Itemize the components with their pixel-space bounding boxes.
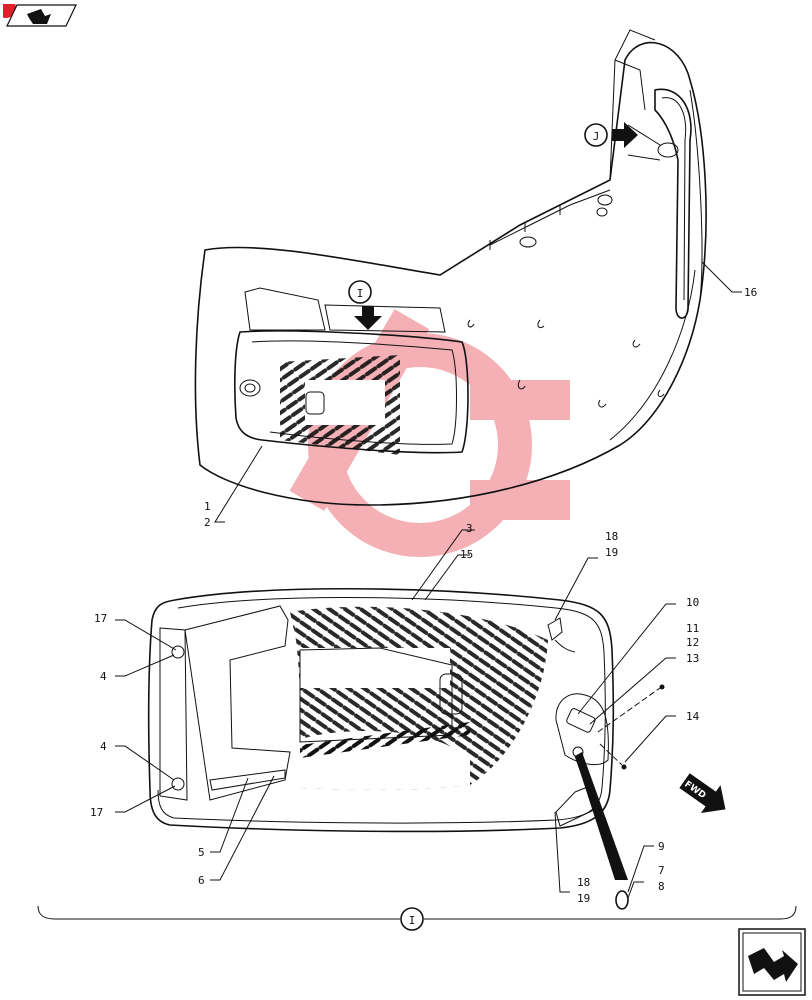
book-nav-button[interactable] bbox=[0, 0, 77, 28]
callout-9: 9 bbox=[658, 840, 665, 853]
detail-j-marker: J bbox=[584, 122, 638, 148]
svg-text:I: I bbox=[409, 914, 416, 927]
callout-19-bottom: 19 bbox=[577, 892, 590, 905]
next-page-button[interactable] bbox=[738, 928, 806, 996]
callout-14: 14 bbox=[686, 710, 700, 723]
callout-16: 16 bbox=[744, 286, 757, 299]
callout-7: 7 bbox=[658, 864, 665, 877]
callout-1: 1 bbox=[204, 500, 211, 513]
svg-text:J: J bbox=[593, 130, 600, 143]
callout-10: 10 bbox=[686, 596, 699, 609]
callout-labels: 1 2 3 15 16 17 4 4 17 5 6 18 19 10 11 12… bbox=[90, 286, 757, 905]
detail-i-marker-upper: I bbox=[348, 280, 382, 330]
callout-13: 13 bbox=[686, 652, 699, 665]
callout-6: 6 bbox=[198, 874, 205, 887]
callout-5: 5 bbox=[198, 846, 205, 859]
callout-15: 15 bbox=[460, 548, 473, 561]
callout-3: 3 bbox=[466, 522, 473, 535]
next-page-arrow-icon bbox=[738, 928, 806, 996]
callout-17-top: 17 bbox=[94, 612, 107, 625]
detail-i-bracket: I bbox=[37, 905, 797, 931]
callout-18-top: 18 bbox=[605, 530, 618, 543]
forward-direction-indicator: FWD bbox=[679, 773, 726, 813]
svg-text:I: I bbox=[357, 287, 364, 300]
callout-17-bottom: 17 bbox=[90, 806, 103, 819]
callout-8: 8 bbox=[658, 880, 665, 893]
callout-18-bottom: 18 bbox=[577, 876, 590, 889]
upper-cab-roof-assembly bbox=[194, 29, 707, 506]
callout-12: 12 bbox=[686, 636, 699, 649]
headliner-panel-detail bbox=[147, 587, 665, 910]
callout-4-bottom: 4 bbox=[100, 740, 107, 753]
book-arrow-icon bbox=[0, 0, 77, 27]
callout-4-top: 4 bbox=[100, 670, 107, 683]
callout-leaders bbox=[115, 261, 742, 899]
callout-11: 11 bbox=[686, 622, 699, 635]
callout-2: 2 bbox=[204, 516, 211, 529]
callout-19-top: 19 bbox=[605, 546, 618, 559]
